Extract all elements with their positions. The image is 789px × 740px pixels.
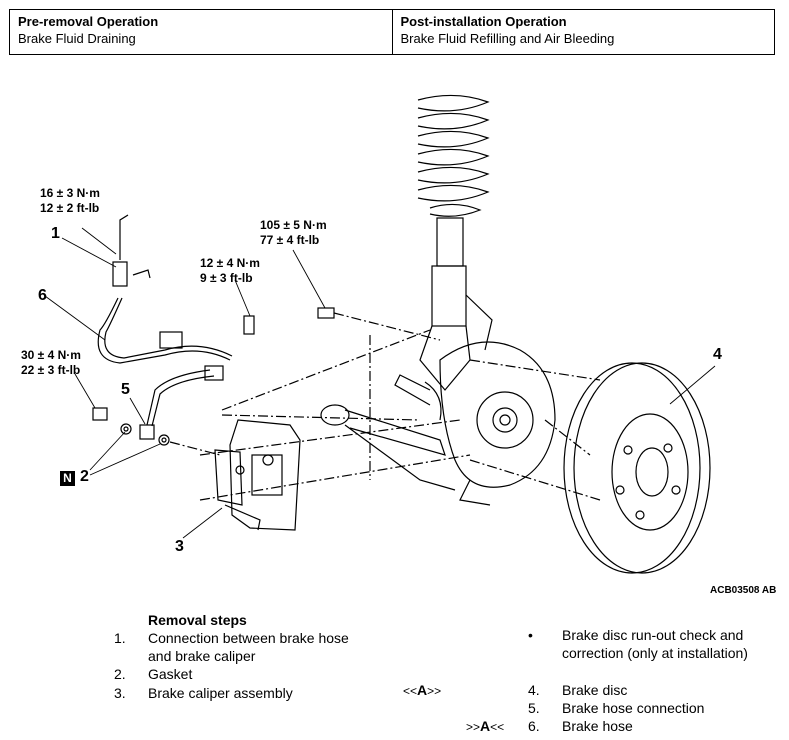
- torque-spec-4-ftlb: 22 ± 3 ft-lb: [21, 363, 81, 377]
- diagram-drawing: [44, 94, 716, 574]
- removal-step-2: 2. Gasket: [114, 665, 192, 683]
- note-line-2: correction (only at installation): [562, 645, 748, 661]
- post-installation-heading: Post-installation Operation: [400, 14, 567, 29]
- step-2-text: Gasket: [148, 666, 193, 682]
- figure-id: ACB03508 AB: [710, 585, 777, 596]
- note-line-1: Brake disc run-out check and: [562, 627, 744, 643]
- step-2-number: 2.: [114, 666, 126, 682]
- removal-step-4: 4. Brake disc: [528, 681, 627, 699]
- torque-spec-2: 105 ± 5 N·m 77 ± 4 ft-lb: [260, 218, 327, 248]
- step-3-number: 3.: [114, 685, 126, 701]
- bullet-mark: •: [528, 627, 533, 643]
- operations-table: Pre-removal Operation Brake Fluid Draini…: [9, 9, 775, 55]
- marker-b-right: <<: [490, 720, 505, 734]
- brake-disc: [563, 362, 711, 574]
- step-6-text: Brake hose: [562, 718, 633, 734]
- removal-step-6: 6. Brake hose: [528, 717, 633, 735]
- pre-removal-item: Brake Fluid Draining: [18, 31, 136, 46]
- marker-a-letter: A: [417, 682, 428, 698]
- step-1-text: Connection between brake hose and brake c…: [148, 629, 349, 665]
- pre-removal-cell: Pre-removal Operation Brake Fluid Draini…: [10, 10, 392, 54]
- strut-assembly: [419, 217, 493, 391]
- removal-step-1: 1. Connection between brake hose and brake…: [114, 629, 349, 665]
- callout-3: 3: [175, 538, 184, 555]
- new-part-badge: N: [60, 471, 75, 486]
- coil-spring: [417, 94, 490, 217]
- steering-knuckle: [394, 341, 556, 506]
- torque-spec-2-ftlb: 77 ± 4 ft-lb: [260, 233, 320, 247]
- step-1-number: 1.: [114, 630, 126, 646]
- callout-1: 1: [51, 225, 60, 242]
- callout-4: 4: [713, 346, 722, 363]
- step-1-line-2: and brake caliper: [148, 648, 256, 664]
- torque-spec-3: 12 ± 4 N·m 9 ± 3 ft-lb: [200, 256, 260, 286]
- torque-spec-2-nm: 105 ± 5 N·m: [260, 218, 327, 232]
- pre-removal-heading: Pre-removal Operation: [18, 14, 159, 29]
- removal-step-5: 5. Brake hose connection: [528, 699, 704, 717]
- torque-spec-4: 30 ± 4 N·m 22 ± 3 ft-lb: [21, 348, 81, 378]
- brake-hose: [97, 214, 233, 440]
- torque-spec-4-nm: 30 ± 4 N·m: [21, 348, 81, 362]
- step-4-text: Brake disc: [562, 682, 628, 698]
- alignment-lines: [169, 312, 601, 501]
- callout-2: 2: [80, 468, 89, 485]
- brake-caliper: [214, 419, 301, 531]
- marker-a-removal: <<A>>: [403, 682, 441, 698]
- marker-a-right: >>: [427, 684, 442, 698]
- marker-b-left: >>: [466, 720, 481, 734]
- bullet-note: • Brake disc run-out check and correction …: [528, 626, 748, 662]
- step-4-number: 4.: [528, 682, 540, 698]
- torque-spec-1: 16 ± 3 N·m 12 ± 2 ft-lb: [40, 186, 100, 216]
- marker-a-left: <<: [403, 684, 418, 698]
- step-6-number: 6.: [528, 718, 540, 734]
- exploded-view-diagram: 16 ± 3 N·m 12 ± 2 ft-lb 105 ± 5 N·m 77 ±…: [0, 60, 789, 600]
- callout-5: 5: [121, 381, 130, 398]
- post-installation-item: Brake Fluid Refilling and Air Bleeding: [400, 31, 615, 46]
- step-1-line-1: Connection between brake hose: [148, 630, 349, 646]
- callout-6: 6: [38, 287, 47, 304]
- step-5-text: Brake hose connection: [562, 700, 705, 716]
- marker-b-letter: A: [480, 718, 491, 734]
- removal-steps-heading: Removal steps: [148, 612, 247, 628]
- torque-spec-1-ftlb: 12 ± 2 ft-lb: [40, 201, 100, 215]
- torque-spec-3-ftlb: 9 ± 3 ft-lb: [200, 271, 253, 285]
- step-3-text: Brake caliper assembly: [148, 685, 293, 701]
- lower-arm: [320, 381, 456, 491]
- torque-spec-1-nm: 16 ± 3 N·m: [40, 186, 100, 200]
- leader-lines: [44, 227, 716, 539]
- torque-spec-3-nm: 12 ± 4 N·m: [200, 256, 260, 270]
- removal-step-3: 3. Brake caliper assembly: [114, 684, 293, 702]
- post-installation-cell: Post-installation Operation Brake Fluid …: [391, 10, 775, 54]
- marker-a-installation: >>A<<: [466, 718, 504, 734]
- step-5-number: 5.: [528, 700, 540, 716]
